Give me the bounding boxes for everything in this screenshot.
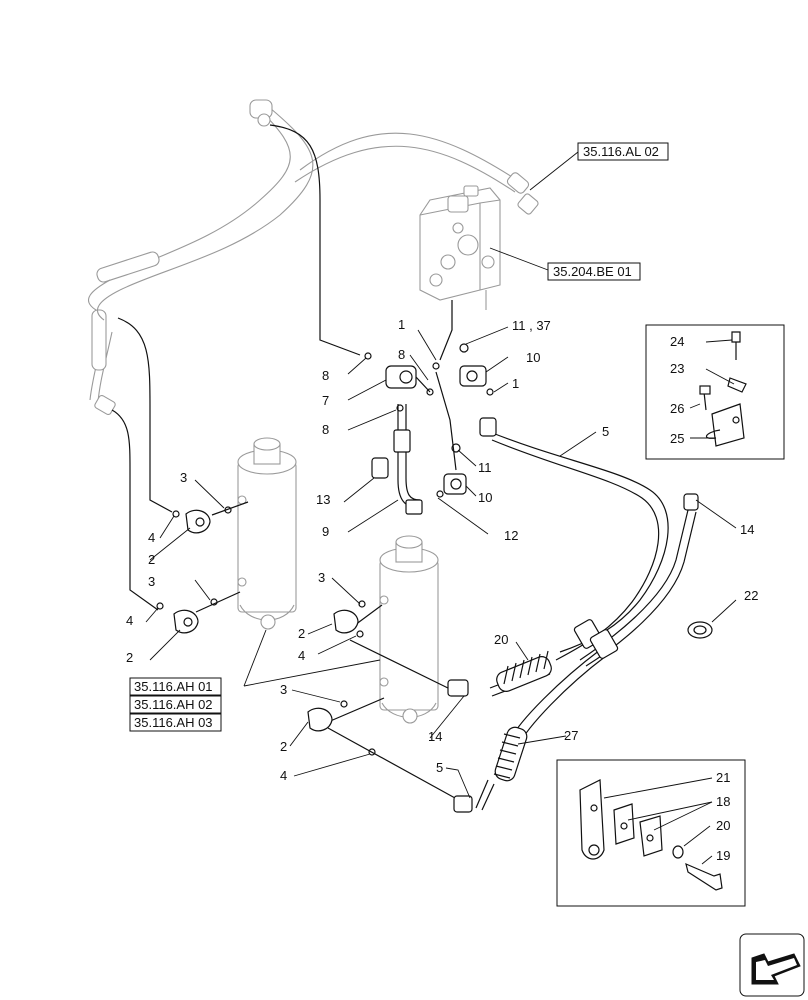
hose-assembly <box>156 343 713 813</box>
callout-22: 22 <box>744 588 758 603</box>
callout-8-lower: 8 <box>322 422 329 437</box>
reference-35-116-ah01[interactable]: 35.116.AH 01 <box>129 677 222 696</box>
callout-5-top: 5 <box>602 424 609 439</box>
callout-24: 24 <box>670 334 684 349</box>
callout-5-bottom: 5 <box>436 760 443 775</box>
spring-guard <box>496 650 552 692</box>
callout-11: 11 <box>478 460 492 475</box>
callout-25: 25 <box>670 431 684 446</box>
leader-lines <box>145 151 737 799</box>
callout-8-top: 8 <box>398 347 405 362</box>
control-valve <box>419 185 501 330</box>
callout-4-a: 4 <box>148 530 155 545</box>
detail-inset-bracket: 24 23 26 25 <box>645 324 785 460</box>
reference-ah03-text[interactable]: 35.116.AH 03 <box>134 715 213 730</box>
callout-14-right: 14 <box>740 522 754 537</box>
callout-3-b: 3 <box>148 574 155 589</box>
elbow-fitting-left-top <box>185 509 211 534</box>
callout-1-top: 1 <box>398 317 405 332</box>
callout-2-d: 2 <box>280 739 287 754</box>
reference-be01-text[interactable]: 35.204.BE 01 <box>553 264 632 279</box>
callout-3-c: 3 <box>318 570 325 585</box>
callout-2-c: 2 <box>298 626 305 641</box>
hydraulic-cylinder-right <box>379 535 439 724</box>
callout-4-c: 4 <box>298 648 305 663</box>
callout-21: 21 <box>716 770 730 785</box>
callout-10-bottom: 10 <box>478 490 492 505</box>
callout-3-a: 3 <box>180 470 187 485</box>
callout-20-hose: 20 <box>494 632 508 647</box>
reference-al02-text[interactable]: 35.116.AL 02 <box>583 144 659 159</box>
callout-23: 23 <box>670 361 684 376</box>
callout-4-b: 4 <box>126 613 133 628</box>
callout-14-bottom: 14 <box>428 729 442 744</box>
elbow-fitting-right-top <box>333 609 359 634</box>
reference-ah01-text[interactable]: 35.116.AH 01 <box>134 679 213 694</box>
callout-3-d: 3 <box>280 682 287 697</box>
callout-labels: 1 11 , 37 8 10 1 8 7 8 5 11 13 10 9 12 1… <box>126 317 758 783</box>
reference-35-116-al02[interactable]: 35.116.AL 02 <box>577 142 669 161</box>
reference-35-204-be01[interactable]: 35.204.BE 01 <box>547 262 641 281</box>
callout-7: 7 <box>322 393 329 408</box>
callout-12: 12 <box>504 528 518 543</box>
elbow-fitting-right-bottom <box>307 707 333 732</box>
reference-35-116-ah02[interactable]: 35.116.AH 02 <box>129 695 222 714</box>
reference-ah02-text[interactable]: 35.116.AH 02 <box>134 697 213 712</box>
callout-10-top: 10 <box>526 350 540 365</box>
navigation-arrow-icon[interactable] <box>739 933 805 997</box>
callout-18: 18 <box>716 794 730 809</box>
callout-19: 19 <box>716 848 730 863</box>
callout-1-right: 1 <box>512 376 519 391</box>
context-hoses <box>88 99 539 416</box>
hydraulic-cylinder-left <box>237 437 297 630</box>
callout-8-left: 8 <box>322 368 329 383</box>
callout-11-37: 11 , 37 <box>512 318 551 333</box>
reference-35-116-ah03[interactable]: 35.116.AH 03 <box>129 713 222 732</box>
callout-27: 27 <box>564 728 578 743</box>
callout-4-d: 4 <box>280 768 287 783</box>
callout-26: 26 <box>670 401 684 416</box>
callout-13: 13 <box>316 492 330 507</box>
detail-inset-clamp: 21 18 20 19 <box>556 759 746 907</box>
callout-20-detail: 20 <box>716 818 730 833</box>
callout-2-a: 2 <box>148 552 155 567</box>
connection-lines <box>111 124 457 799</box>
spring-guard-27 <box>493 726 528 782</box>
elbow-fitting-left-bottom <box>173 609 199 634</box>
callout-9: 9 <box>322 524 329 539</box>
callout-2-b: 2 <box>126 650 133 665</box>
